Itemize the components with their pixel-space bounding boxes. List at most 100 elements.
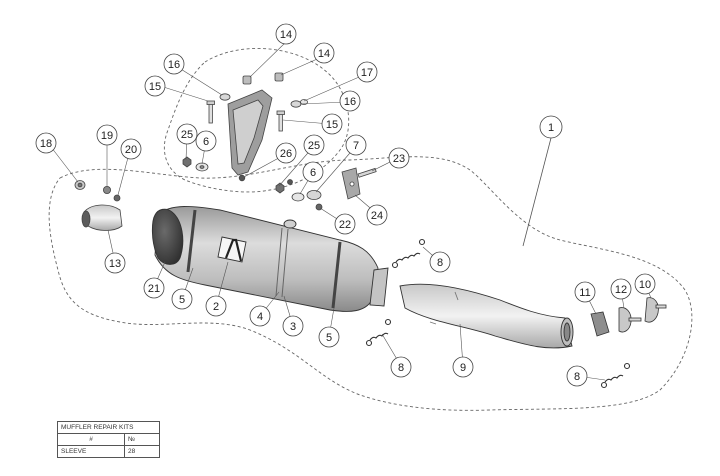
callout-20: 20: [120, 138, 142, 160]
callout-22: 22: [334, 213, 356, 235]
clamp-7: [306, 189, 322, 200]
washer-19: [103, 185, 112, 194]
svg-text:8: 8: [437, 257, 443, 269]
svg-text:15: 15: [149, 81, 161, 93]
callout-16b: 16: [339, 90, 361, 112]
svg-text:15: 15: [326, 119, 338, 131]
svg-text:7: 7: [353, 140, 359, 152]
svg-text:16: 16: [168, 59, 180, 71]
nut-20: [113, 194, 121, 202]
svg-text:2: 2: [213, 301, 219, 313]
callout-11: 11: [574, 281, 596, 303]
kit-table-header-no: №: [124, 433, 160, 446]
callout-19: 19: [96, 124, 118, 146]
nut-25-mid: [275, 182, 285, 194]
callout-16a: 16: [163, 53, 185, 75]
muffler-mount-tab: [283, 219, 297, 229]
svg-text:23: 23: [393, 153, 405, 165]
muffler-repair-kits-table: MUFFLER REPAIR KITS # № SLEEVE 28: [57, 421, 160, 458]
spring-8-mid: [369, 332, 389, 341]
svg-text:19: 19: [101, 130, 113, 142]
callout-5a: 5: [171, 288, 193, 310]
callout-9: 9: [452, 356, 474, 378]
svg-text:5: 5: [179, 294, 185, 306]
leader-line-1: [522, 137, 552, 247]
clamp-12: [618, 307, 632, 333]
callout-21: 21: [143, 277, 165, 299]
svg-text:14: 14: [280, 29, 292, 41]
bolt-15-left-head: [206, 100, 215, 105]
nut-25-top: [182, 156, 192, 168]
spacer-6-mid: [291, 192, 305, 202]
svg-text:1: 1: [548, 122, 554, 134]
callout-2: 2: [205, 295, 227, 317]
callout-12: 12: [610, 278, 632, 300]
svg-text:10: 10: [639, 279, 651, 291]
callout-8b: 8: [390, 356, 412, 378]
callout-25b: 25: [303, 134, 325, 156]
link-pipe-9: [399, 283, 573, 349]
muffler-body-group: [151, 206, 389, 312]
callout-5b: 5: [318, 326, 340, 348]
kit-table-title-row: MUFFLER REPAIR KITS: [57, 421, 160, 434]
callout-26: 26: [275, 142, 297, 164]
callout-8c: 8: [566, 365, 588, 387]
callout-7: 7: [345, 134, 367, 156]
svg-text:20: 20: [125, 144, 137, 156]
svg-text:22: 22: [339, 219, 351, 231]
svg-text:12: 12: [615, 284, 627, 296]
bracket-plate-face: [232, 99, 264, 165]
svg-text:25: 25: [181, 129, 193, 141]
end-cap-13: [83, 204, 123, 231]
svg-text:11: 11: [579, 287, 590, 299]
callout-13: 13: [104, 252, 126, 274]
svg-text:21: 21: [148, 283, 160, 295]
mounting-bracket-group: [182, 72, 308, 182]
svg-text:13: 13: [109, 258, 121, 270]
svg-text:25: 25: [308, 140, 320, 152]
bolt-15-right-head: [276, 110, 285, 115]
callout-15b: 15: [321, 113, 343, 135]
nut-22: [315, 203, 323, 211]
callout-10: 10: [634, 273, 656, 295]
kit-table-cell-number: 28: [124, 445, 160, 458]
callout-15a: 15: [144, 75, 166, 97]
svg-text:8: 8: [574, 371, 580, 383]
link-pipe-group: [399, 283, 574, 349]
kit-table-header-row: # №: [57, 433, 160, 446]
bracket-10: [644, 297, 659, 323]
svg-text:8: 8: [398, 362, 404, 374]
kit-outline-main: [48, 156, 693, 411]
washer-16-left: [219, 93, 231, 101]
bolt-15-right: [278, 112, 283, 132]
svg-text:4: 4: [257, 311, 263, 323]
svg-text:18: 18: [40, 138, 52, 150]
akrapovic-logo-mark: [224, 238, 243, 262]
svg-text:6: 6: [203, 136, 209, 148]
callout-14a: 14: [275, 23, 297, 45]
middle-hardware-group: [275, 167, 377, 211]
svg-text:14: 14: [318, 48, 330, 60]
callout-23: 23: [388, 147, 410, 169]
gasket-11: [590, 311, 610, 337]
muffler-inlet: [369, 267, 389, 307]
band-5-left: [186, 209, 197, 273]
svg-text:26: 26: [280, 148, 292, 160]
bolt-15-left: [208, 102, 213, 124]
kit-outline-bracket: [163, 47, 350, 193]
spring-8-top: [395, 252, 421, 263]
callout-4: 4: [249, 305, 271, 327]
callout-1: 1: [539, 115, 563, 139]
washer-16-right: [290, 100, 302, 108]
washer-17: [300, 99, 308, 105]
rubber-14-right: [274, 72, 284, 82]
callout-25a: 25: [176, 123, 198, 145]
callout-8a: 8: [429, 251, 451, 273]
springs-group: [365, 238, 631, 389]
spring-8-right: [604, 374, 624, 383]
seam-3: [281, 228, 289, 298]
callout-14b: 14: [313, 42, 335, 64]
svg-text:5: 5: [326, 332, 332, 344]
